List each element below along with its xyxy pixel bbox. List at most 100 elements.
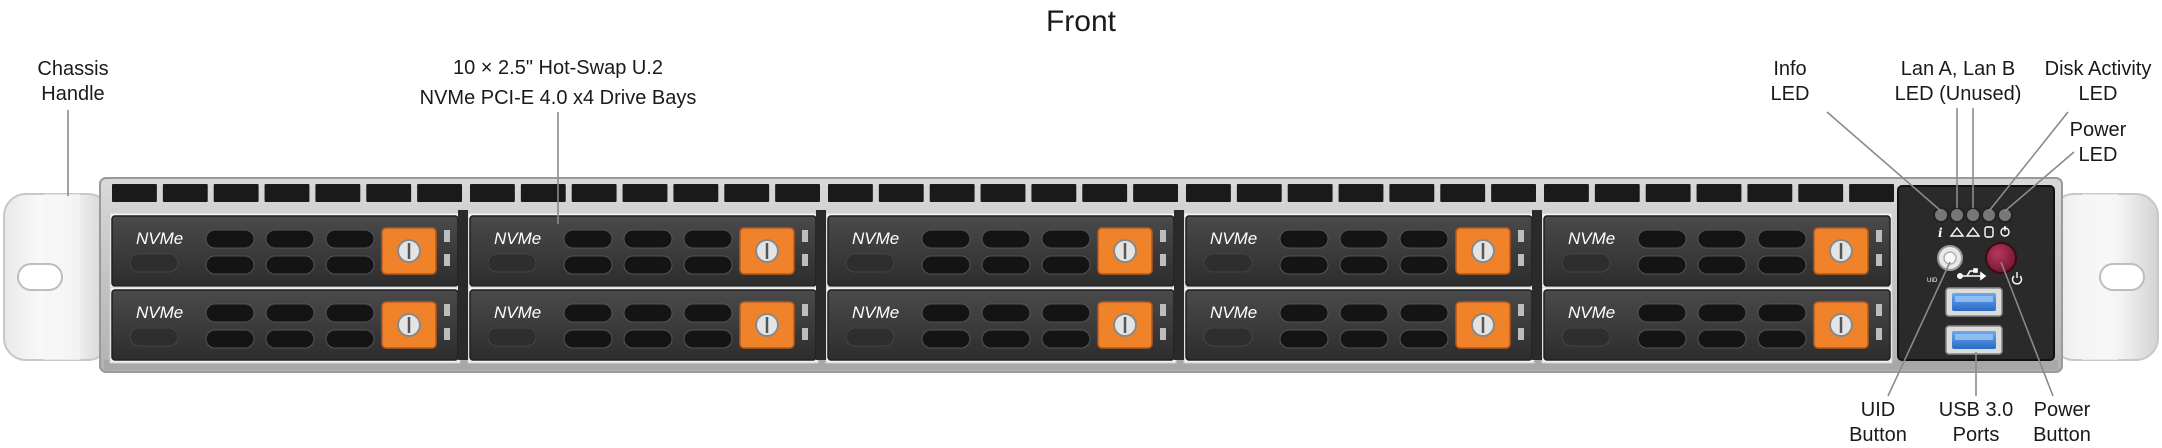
usb-port-2[interactable] bbox=[1945, 325, 2003, 355]
label-usb-ports: USB 3.0 Ports bbox=[1939, 398, 2013, 448]
tray-vent bbox=[1697, 329, 1747, 349]
tray-latch[interactable] bbox=[381, 301, 437, 349]
drive-bay-7[interactable]: NVMe bbox=[467, 286, 819, 364]
bay-divider bbox=[1532, 210, 1542, 360]
vent-slot bbox=[1133, 184, 1178, 202]
vent-slot bbox=[1696, 184, 1742, 202]
vent-slot bbox=[470, 184, 515, 202]
tray-vent bbox=[981, 255, 1031, 275]
disk-icon bbox=[1984, 226, 1994, 238]
drive-bay-1[interactable]: NVMe bbox=[109, 212, 461, 290]
drive-status-led bbox=[1518, 304, 1524, 316]
label-drive-bays: 10 × 2.5" Hot-Swap U.2 NVMe PCI-E 4.0 x4… bbox=[420, 53, 697, 113]
vent-slot bbox=[366, 184, 412, 202]
tray-latch[interactable] bbox=[1455, 227, 1511, 275]
tray-vent bbox=[921, 329, 971, 349]
vent-slot bbox=[112, 184, 157, 202]
tray-vent bbox=[1697, 255, 1747, 275]
vent-slot bbox=[1594, 184, 1640, 202]
power-button[interactable] bbox=[1985, 242, 2017, 274]
uid-button[interactable] bbox=[1937, 245, 1963, 271]
usb-port-1[interactable] bbox=[1945, 287, 2003, 317]
tray-latch[interactable] bbox=[739, 227, 795, 275]
vent-slot bbox=[878, 184, 924, 202]
tray-vent bbox=[623, 229, 673, 249]
tray-vent bbox=[1399, 229, 1449, 249]
drive-bay-8[interactable]: NVMe bbox=[825, 286, 1177, 364]
tray-vent bbox=[265, 329, 315, 349]
tray-vent bbox=[921, 255, 971, 275]
tray-latch[interactable] bbox=[381, 227, 437, 275]
vent-slot bbox=[1440, 184, 1486, 202]
drive-bay-3[interactable]: NVMe bbox=[825, 212, 1177, 290]
chassis-handle-right bbox=[2051, 193, 2159, 361]
label-lan-led: Lan A, Lan B LED (Unused) bbox=[1895, 57, 2022, 107]
tray-vent bbox=[563, 255, 613, 275]
drive-activity-led bbox=[444, 328, 450, 340]
tray-latch[interactable] bbox=[1455, 301, 1511, 349]
vent-slot bbox=[571, 184, 617, 202]
label-power-led-line2: LED bbox=[2078, 144, 2118, 166]
label-power-button: Power Button bbox=[2033, 398, 2091, 448]
drive-label: NVMe bbox=[1568, 229, 1615, 248]
page-title: Front bbox=[1045, 5, 1117, 38]
tray-vent bbox=[1637, 303, 1687, 323]
drive-activity-led bbox=[1876, 328, 1882, 340]
info-led bbox=[1933, 207, 1949, 223]
tray-vent bbox=[623, 303, 673, 323]
vent-slot bbox=[724, 184, 770, 202]
tray-vent bbox=[623, 329, 673, 349]
drive-label: NVMe bbox=[852, 303, 899, 322]
label-uid-button-line1: UID bbox=[1860, 399, 1896, 421]
label-info-led: Info LED bbox=[1771, 57, 1810, 107]
top-vent-row bbox=[112, 184, 1894, 202]
drive-label: NVMe bbox=[494, 229, 541, 248]
vent-slot bbox=[1491, 184, 1536, 202]
drive-activity-led bbox=[802, 328, 808, 340]
drive-bay-9[interactable]: NVMe bbox=[1183, 286, 1535, 364]
tray-latch[interactable] bbox=[1813, 301, 1869, 349]
bay-divider bbox=[816, 210, 826, 360]
vent-slot bbox=[1798, 184, 1844, 202]
drive-activity-led bbox=[1876, 254, 1882, 266]
tray-latch[interactable] bbox=[1813, 227, 1869, 275]
tray-latch[interactable] bbox=[739, 301, 795, 349]
tray-latch[interactable] bbox=[1097, 301, 1153, 349]
vent-slot bbox=[1389, 184, 1435, 202]
usb-icon bbox=[1957, 268, 1987, 281]
vent-slot bbox=[315, 184, 361, 202]
label-uid-button: UID Button bbox=[1849, 398, 1907, 448]
tray-vent bbox=[683, 329, 733, 349]
drive-activity-led bbox=[802, 254, 808, 266]
drive-activity-led bbox=[444, 254, 450, 266]
tray-vent bbox=[1757, 303, 1807, 323]
power-led bbox=[1997, 207, 2013, 223]
label-disk-activity-led-line1: Disk Activity bbox=[2044, 58, 2152, 80]
drive-bay-5[interactable]: NVMe bbox=[1541, 212, 1893, 290]
label-usb-ports-line2: Ports bbox=[1952, 424, 2000, 446]
drive-bay-10[interactable]: NVMe bbox=[1541, 286, 1893, 364]
drive-bay-4[interactable]: NVMe bbox=[1183, 212, 1535, 290]
drive-status-led bbox=[1160, 304, 1166, 316]
vent-slot bbox=[673, 184, 719, 202]
tray-latch[interactable] bbox=[1097, 227, 1153, 275]
tray-vent bbox=[683, 255, 733, 275]
drive-bay-6[interactable]: NVMe bbox=[109, 286, 461, 364]
label-power-led-line1: Power bbox=[2069, 119, 2127, 141]
tray-vent bbox=[1637, 229, 1687, 249]
vent-slot bbox=[1338, 184, 1384, 202]
tray-vent bbox=[325, 229, 375, 249]
vent-slot bbox=[213, 184, 259, 202]
label-power-button-line2: Button bbox=[2033, 424, 2091, 446]
network-icon bbox=[1949, 226, 1965, 237]
drive-bay-2[interactable]: NVMe bbox=[467, 212, 819, 290]
tray-vent bbox=[205, 255, 255, 275]
vent-slot bbox=[520, 184, 566, 202]
tray-vent bbox=[981, 229, 1031, 249]
vent-slot bbox=[775, 184, 820, 202]
leader-power-led bbox=[2004, 151, 2075, 212]
drive-activity-led bbox=[1518, 328, 1524, 340]
tray-vent bbox=[1697, 303, 1747, 323]
